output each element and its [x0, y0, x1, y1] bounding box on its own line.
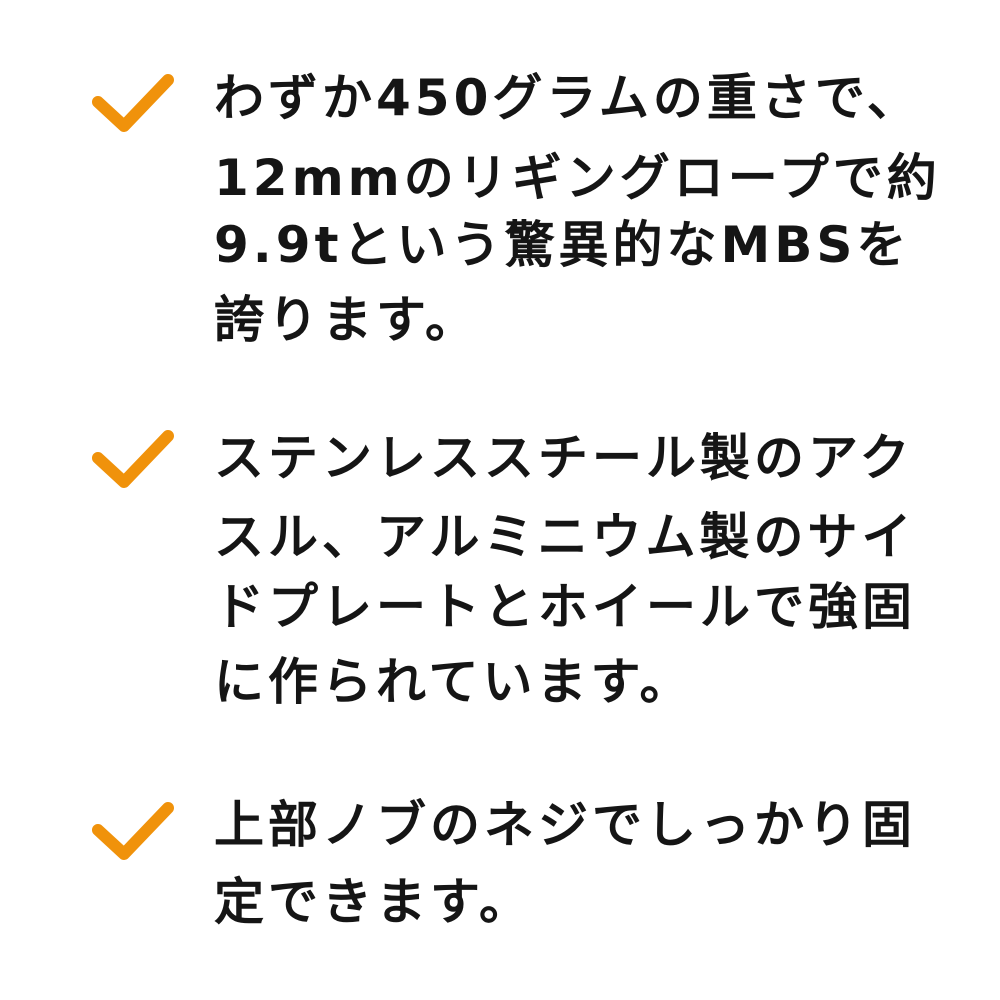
highlighted-text: わずか450グラムの: [214, 69, 707, 127]
feature-1-line-1: わずか450グラムの重さで、: [214, 58, 921, 138]
plain-text: 12mmのリギングロープで約: [214, 149, 941, 207]
feature-2-line-4: に作られています。: [214, 642, 694, 722]
highlighted-text: に作られています。: [214, 653, 694, 711]
plain-text: スル、アルミニウム製のサイ: [214, 508, 916, 566]
feature-2-line-2: スル、アルミニウム製のサイ: [214, 497, 916, 577]
feature-1-line-4: 誇ります。: [214, 280, 479, 360]
feature-3-line-1: 上部ノブのネジでしっかり固: [214, 785, 916, 865]
highlighted-text: 9.9tという驚異的なMBSを: [214, 216, 911, 274]
check-mark-icon: [90, 72, 176, 136]
plain-text: 誇ります。: [214, 291, 479, 349]
plain-text: ステンレススチール製のアク: [214, 429, 914, 487]
feature-2-line-3: ドプレートとホイールで強固: [214, 567, 916, 647]
highlighted-text: 定できます。: [214, 873, 533, 931]
feature-2-line-1: ステンレススチール製のアク: [214, 418, 914, 498]
feature-1-line-2: 12mmのリギングロープで約: [214, 138, 941, 218]
feature-3-line-2: 定できます。: [214, 862, 533, 942]
plain-text: 上部ノブのネジで: [214, 796, 646, 854]
plain-text: 重さで、: [706, 69, 921, 127]
check-mark-icon: [90, 428, 176, 492]
highlighted-text: 強固: [808, 578, 916, 636]
check-mark-icon: [90, 800, 176, 864]
highlighted-text: しっかり固: [646, 796, 916, 854]
feature-1-line-3: 9.9tという驚異的なMBSを: [214, 205, 911, 285]
plain-text: ドプレートとホイールで: [214, 578, 808, 636]
